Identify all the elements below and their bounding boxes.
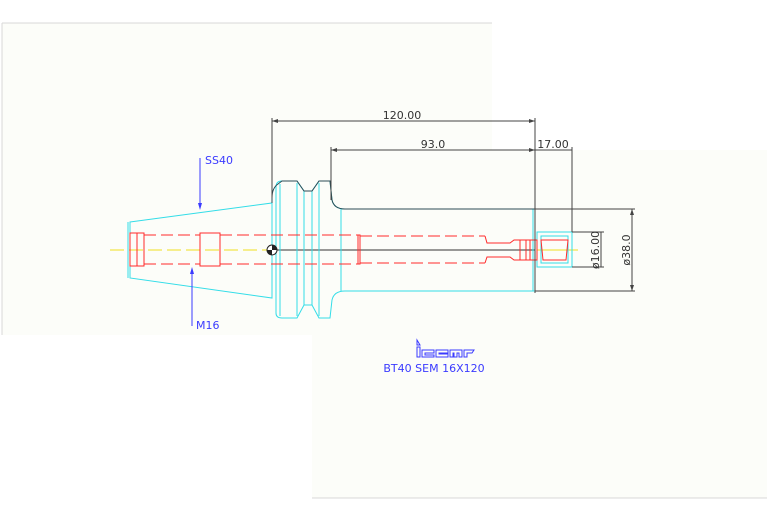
internal-bore (129, 232, 569, 267)
thread-label: M16 (196, 319, 220, 332)
dim-93: 93.0 (421, 138, 446, 151)
dimension-projection: 17.00 (535, 138, 573, 232)
dim-16: ø16.00 (589, 231, 602, 269)
sheet-panel-2 (312, 150, 767, 498)
taper-label: SS40 (205, 154, 233, 167)
taper-callout: SS40 (198, 154, 233, 210)
dim-120: 120.00 (383, 109, 422, 122)
profile-edge (271, 180, 535, 210)
thread-callout: M16 (190, 267, 220, 332)
dim-38: ø38.0 (620, 234, 633, 265)
gauge-point-icon (266, 244, 278, 256)
part-name: BT40 SEM 16X120 (383, 362, 484, 375)
dimension-overall-length: 120.00 (271, 109, 536, 293)
dimension-shank-diameter: ø38.0 (535, 208, 635, 292)
dim-17: 17.00 (537, 138, 569, 151)
iscar-logo (416, 338, 475, 358)
dimension-shank-length: 93.0 (330, 138, 535, 200)
dimension-bore-diameter: ø16.00 (572, 231, 604, 269)
